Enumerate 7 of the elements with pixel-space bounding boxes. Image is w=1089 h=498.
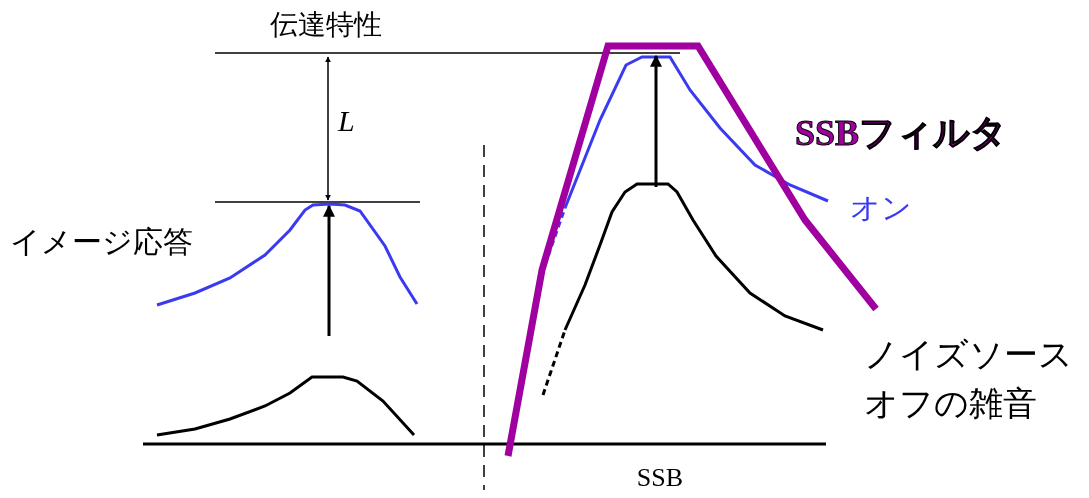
dimension-label: L	[338, 103, 356, 139]
curve-label: イメージ応答	[10, 224, 194, 260]
curve-label: ノイズソースオフの雑音	[864, 333, 1074, 426]
axis-label: 伝達特性	[270, 8, 383, 42]
filter-label: SSBフィルタ	[795, 112, 1009, 155]
axis-label: SSB	[635, 462, 685, 494]
curve-label: オン	[850, 190, 913, 226]
